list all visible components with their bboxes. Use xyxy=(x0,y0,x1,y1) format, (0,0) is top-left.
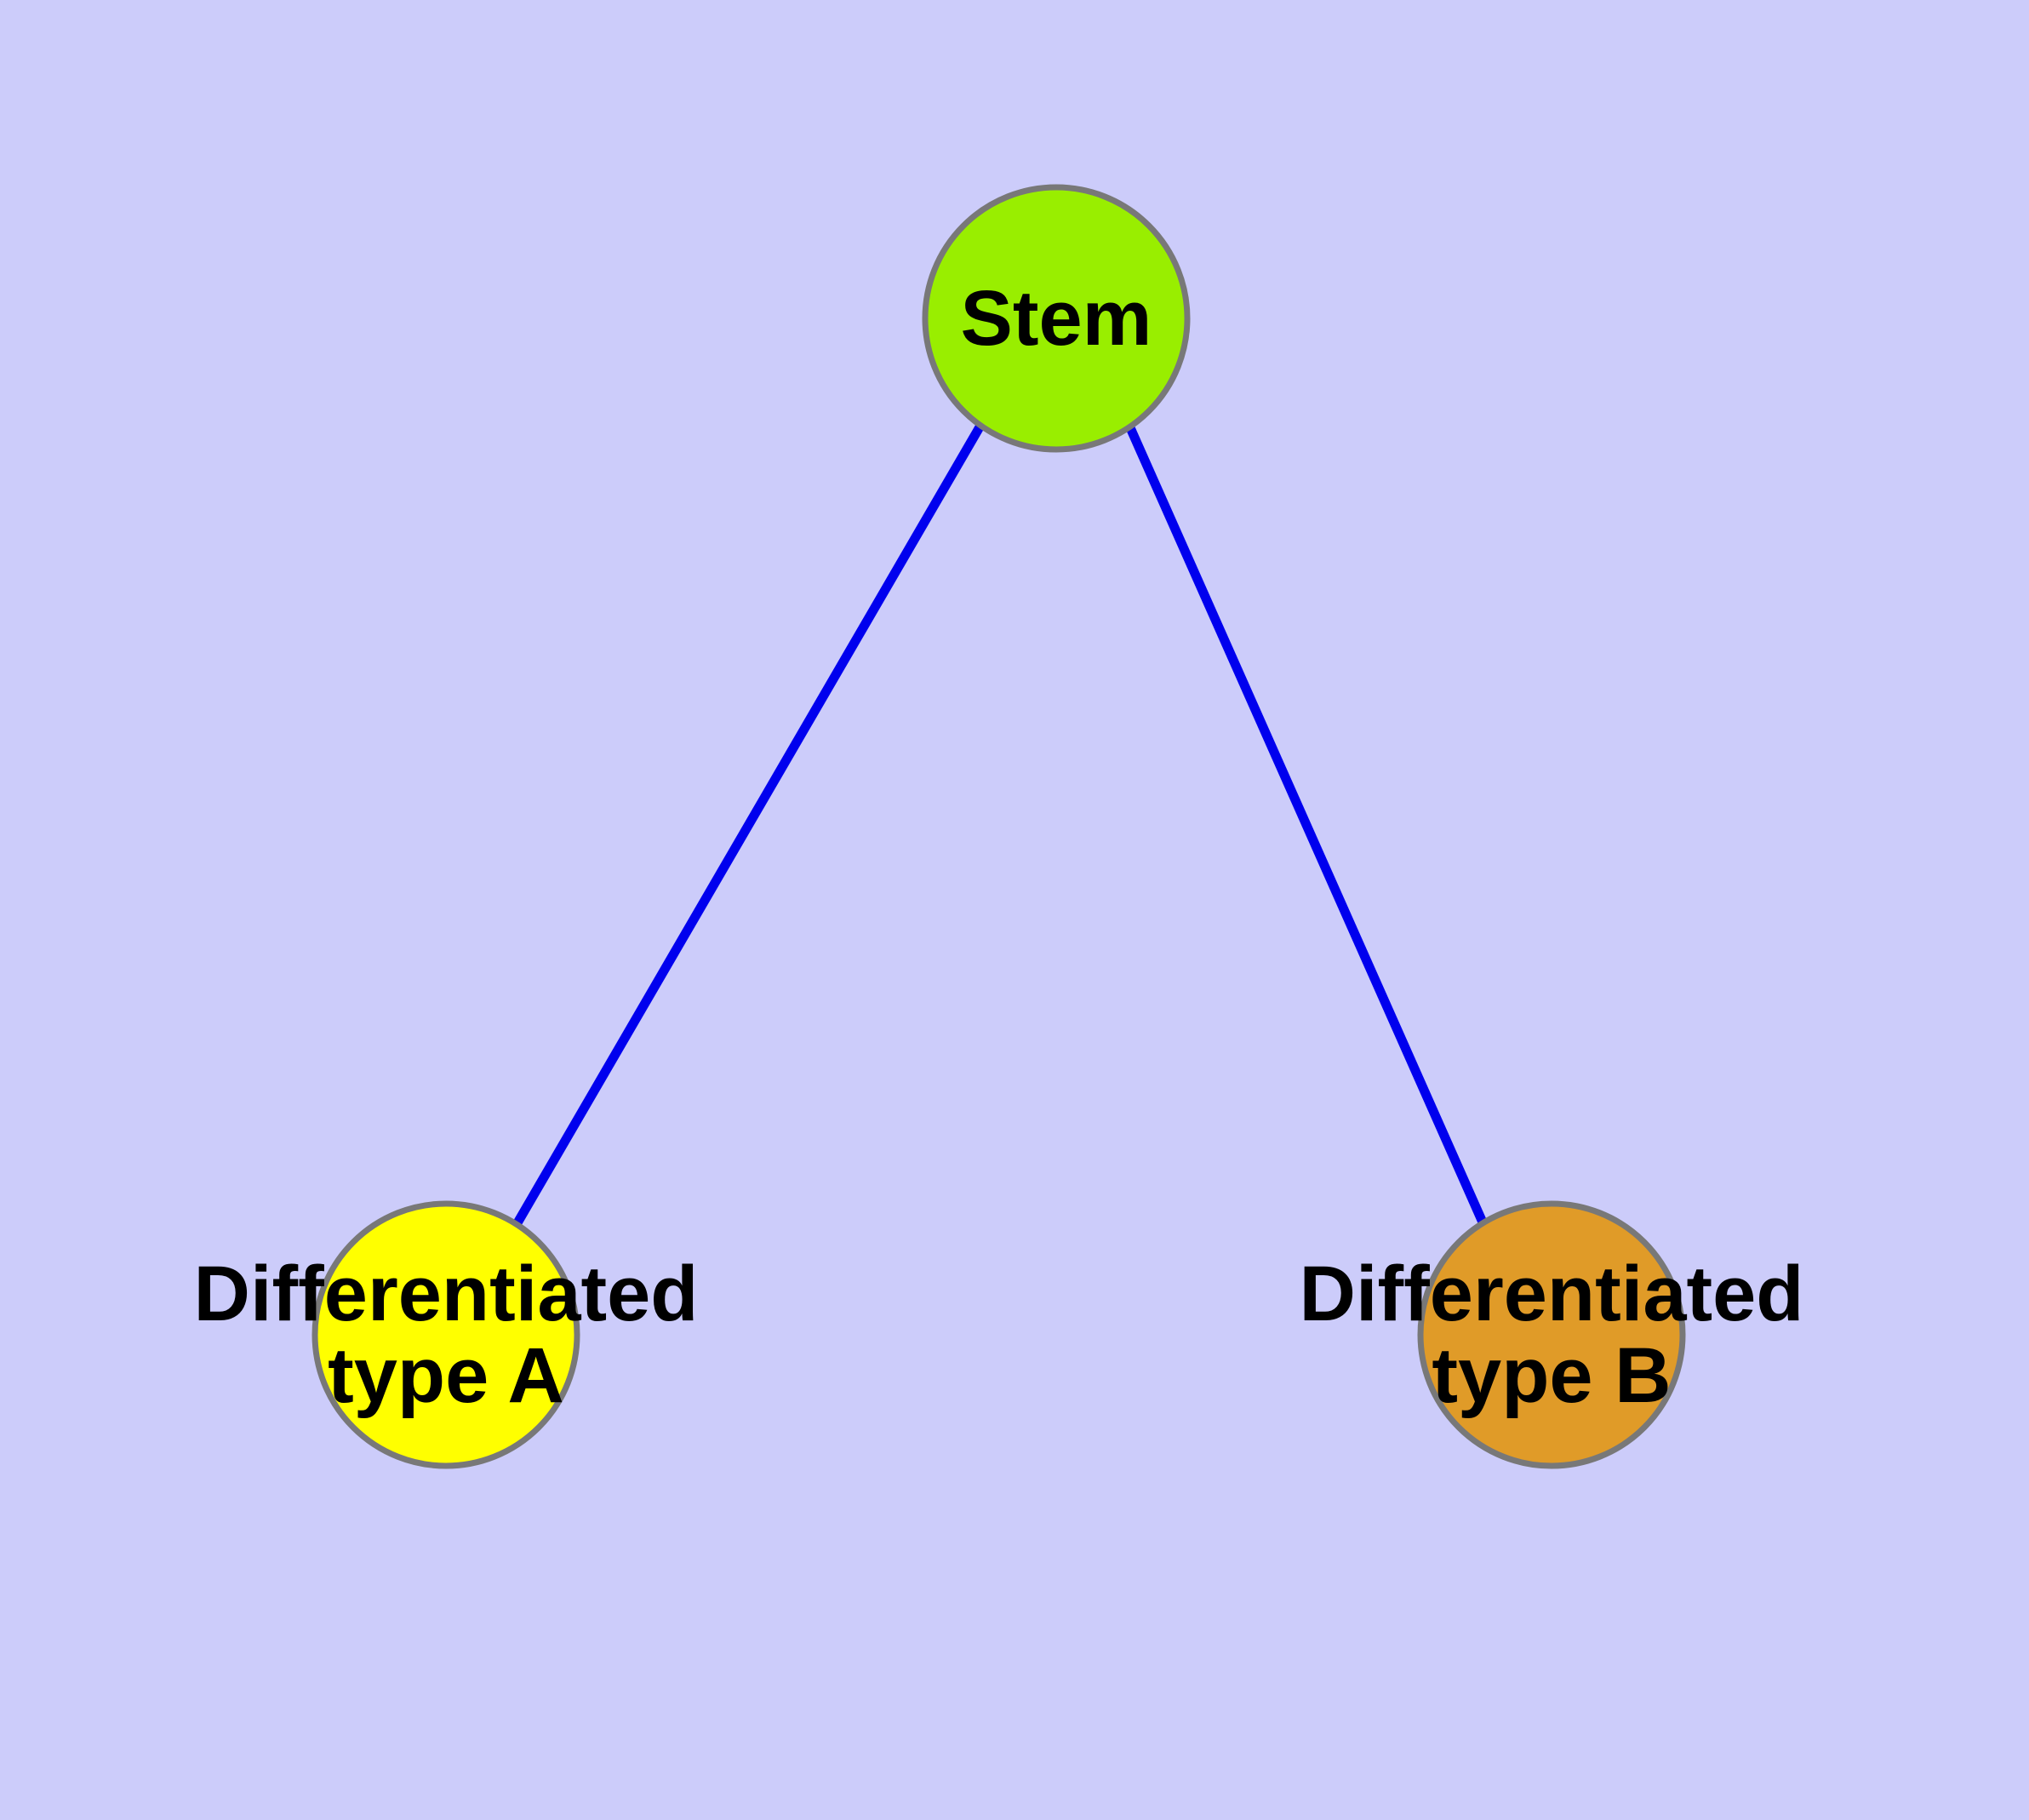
node-circle-diff-b[interactable] xyxy=(1417,1200,1686,1469)
node-label-line: Differentiated xyxy=(1300,1251,1804,1337)
node-circle-stem[interactable] xyxy=(922,184,1191,453)
node-circle-diff-a[interactable] xyxy=(311,1200,580,1469)
node-label-stem: Stem xyxy=(961,275,1152,362)
graph-node-stem[interactable]: Stem xyxy=(922,184,1191,453)
node-label-line: type A xyxy=(328,1332,564,1419)
graph-edge-stem-to-diff-a[interactable] xyxy=(512,423,985,1228)
graph-edge-stem-to-diff-b[interactable] xyxy=(1123,421,1489,1227)
node-label-line: Differentiated xyxy=(194,1251,699,1337)
node-label-line: type B xyxy=(1432,1332,1671,1419)
node-label-line: Stem xyxy=(961,275,1152,362)
edges-layer xyxy=(512,421,1489,1228)
